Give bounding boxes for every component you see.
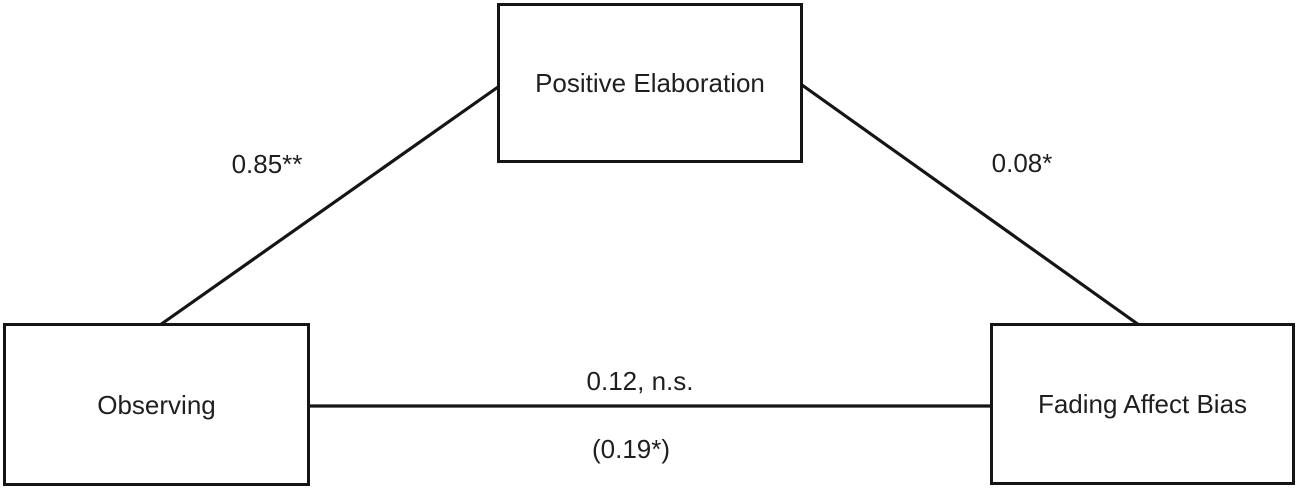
node-observing-label: Observing [97,389,216,420]
node-fading-affect-bias-label: Fading Affect Bias [1037,389,1248,419]
path-c-coefficient: 0.12, n.s. [584,366,696,396]
path-a-line [159,85,499,327]
path-b-coefficient: 0.08* [989,148,1055,178]
path-c-prime-coefficient: (0.19*) [589,434,673,464]
node-observing: Observing [3,323,310,486]
path-a-coefficient: 0.85** [229,149,305,179]
node-positive-elaboration: Positive Elaboration [497,3,803,163]
node-positive-elaboration-label: Positive Elaboration [535,68,765,98]
path-b-line [801,83,1140,327]
node-fading-affect-bias: Fading Affect Bias [990,323,1295,485]
